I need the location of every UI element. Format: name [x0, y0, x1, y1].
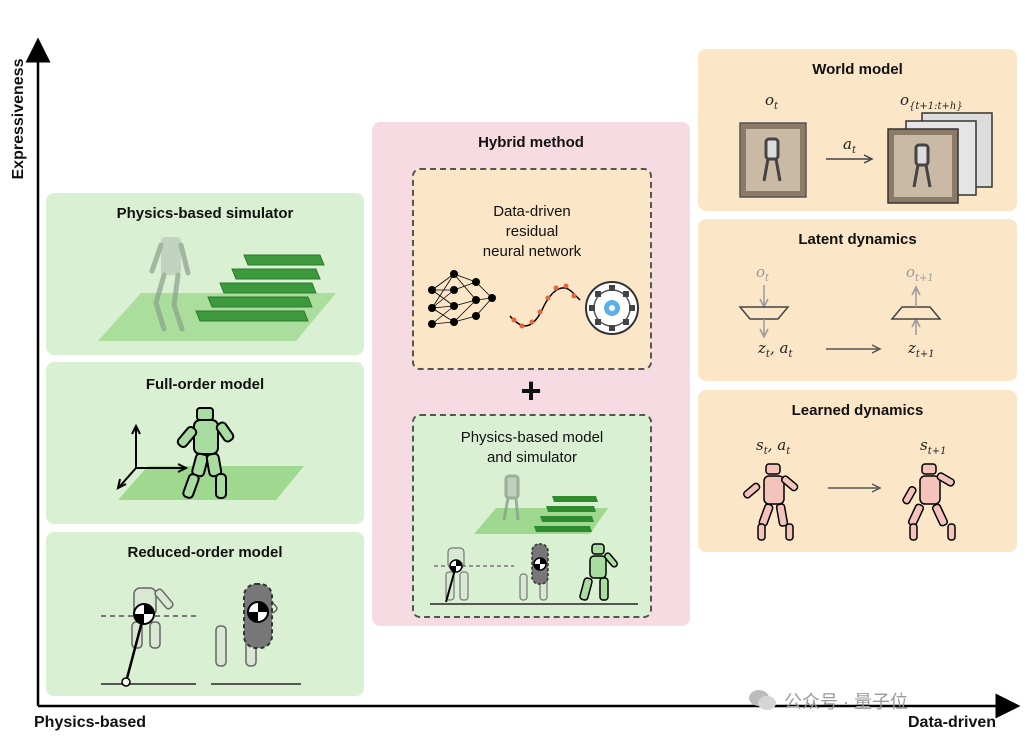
full-order-panel: Full-order model [46, 362, 364, 524]
physics-simulator-title: Physics-based simulator [116, 205, 294, 222]
learned-s-t1-label: st+1 [920, 436, 947, 457]
hybrid-title: Hybrid method [478, 134, 584, 151]
latent-encoder-decoder-icon [738, 285, 942, 354]
watermark-text: 公众号 · 量子位 [784, 692, 908, 712]
data-driven-box: Data-driven residual neural network [412, 168, 652, 370]
world-o-future-label: o{t+1:t+h} [900, 91, 963, 112]
reduced-order-title: Reduced-order model [127, 544, 283, 561]
learned-dynamics-robots-icon [743, 463, 956, 541]
world-model-frames-icon [739, 112, 993, 204]
latent-z-t-a-t-label: zt, at [758, 339, 793, 360]
data-driven-line-2: residual [505, 223, 559, 240]
learned-s-t-a-t-label: st, at [756, 436, 791, 457]
simulator-scene-icon [98, 237, 336, 341]
latent-o-t-label: ot [756, 263, 770, 284]
hybrid-simulator-scene-icon [430, 474, 638, 605]
latent-z-t1-label: zt+1 [908, 339, 935, 360]
world-o-t-label: ot [765, 91, 779, 112]
world-model-panel: World model ot o{t+1:t+h} at [698, 49, 1017, 211]
world-a-t-label: at [843, 135, 856, 156]
hybrid-panel: Hybrid method Data-driven residual neura… [372, 122, 690, 626]
learned-dynamics-title: Learned dynamics [791, 402, 924, 419]
y-axis-label: Expressiveness [10, 58, 27, 180]
physics-model-line-2: and simulator [486, 449, 578, 466]
physics-simulator-panel: Physics-based simulator [46, 193, 364, 355]
latent-o-t1-label: ot+1 [906, 263, 934, 284]
reduced-order-robots-icon [101, 583, 301, 687]
plus-sign: + [520, 370, 542, 411]
physics-model-box: Physics-based model and simulator [412, 414, 652, 618]
neural-network-icon [428, 270, 496, 328]
motor-icon [585, 281, 639, 335]
latent-dynamics-panel: Latent dynamics ot ot+1 zt, at zt+1 [698, 219, 1017, 381]
regression-curve-icon [509, 283, 581, 329]
full-order-robot-icon [116, 407, 304, 500]
reduced-order-panel: Reduced-order model [46, 532, 364, 696]
physics-model-line-1: Physics-based model [460, 429, 604, 446]
x-axis-left-label: Physics-based [34, 714, 147, 731]
world-model-title: World model [812, 61, 903, 78]
wechat-icon [749, 690, 776, 710]
latent-dynamics-title: Latent dynamics [798, 231, 917, 248]
learned-dynamics-panel: Learned dynamics st, at st+1 [698, 390, 1017, 552]
data-driven-line-3: neural network [482, 243, 582, 260]
x-axis-right-label: Data-driven [908, 714, 997, 731]
data-driven-line-1: Data-driven [493, 203, 571, 220]
full-order-title: Full-order model [145, 376, 265, 393]
